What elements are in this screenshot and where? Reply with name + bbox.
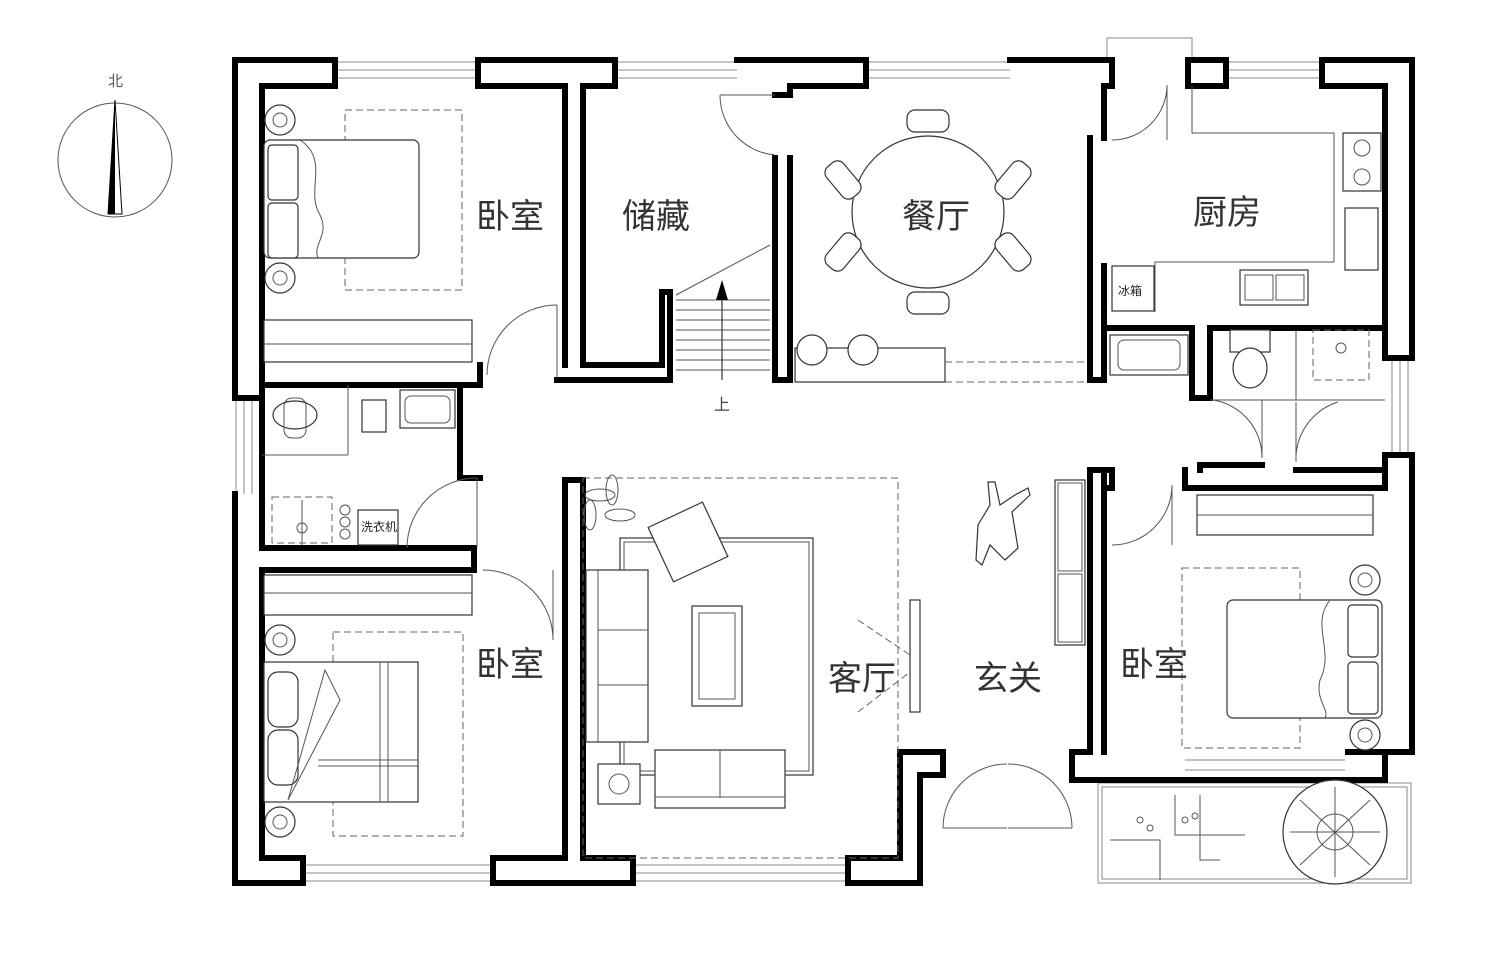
person-icon bbox=[975, 481, 1031, 566]
label-kitchen: 厨房 bbox=[1193, 193, 1261, 233]
bathroom-right bbox=[1109, 329, 1385, 401]
north-label: 北 bbox=[108, 72, 123, 90]
bedroom-nw-furniture bbox=[263, 104, 473, 363]
doors bbox=[406, 84, 1339, 829]
label-dining: 餐厅 bbox=[902, 197, 970, 237]
living-furniture bbox=[582, 474, 921, 859]
label-bedroom-nw: 卧室 bbox=[476, 197, 544, 237]
foyer-furniture bbox=[975, 479, 1086, 646]
bathroom-left: 洗衣机 bbox=[262, 385, 456, 546]
label-foyer: 玄关 bbox=[974, 659, 1042, 699]
kitchen-furniture: 冰箱 bbox=[1111, 86, 1382, 312]
walls bbox=[232, 57, 1415, 886]
washer-label: 洗衣机 bbox=[361, 519, 397, 534]
balcony-plants bbox=[1110, 779, 1388, 885]
bedroom-sw-furniture bbox=[263, 574, 473, 838]
stair-up-label: 上 bbox=[714, 395, 730, 414]
windows bbox=[235, 37, 1412, 884]
room-labels: 卧室 储藏 餐厅 厨房 卧室 客厅 玄关 卧室 bbox=[476, 193, 1261, 699]
label-living: 客厅 bbox=[828, 659, 896, 699]
stairs: 上 bbox=[675, 244, 771, 414]
fridge-label: 冰箱 bbox=[1118, 283, 1142, 298]
label-bedroom-e: 卧室 bbox=[1120, 645, 1188, 685]
label-bedroom-sw: 卧室 bbox=[476, 645, 544, 685]
dining-furniture bbox=[794, 109, 1088, 383]
north-compass: 北 bbox=[57, 72, 173, 218]
bedroom-e-furniture bbox=[1181, 494, 1383, 751]
label-storage: 储藏 bbox=[622, 197, 690, 237]
